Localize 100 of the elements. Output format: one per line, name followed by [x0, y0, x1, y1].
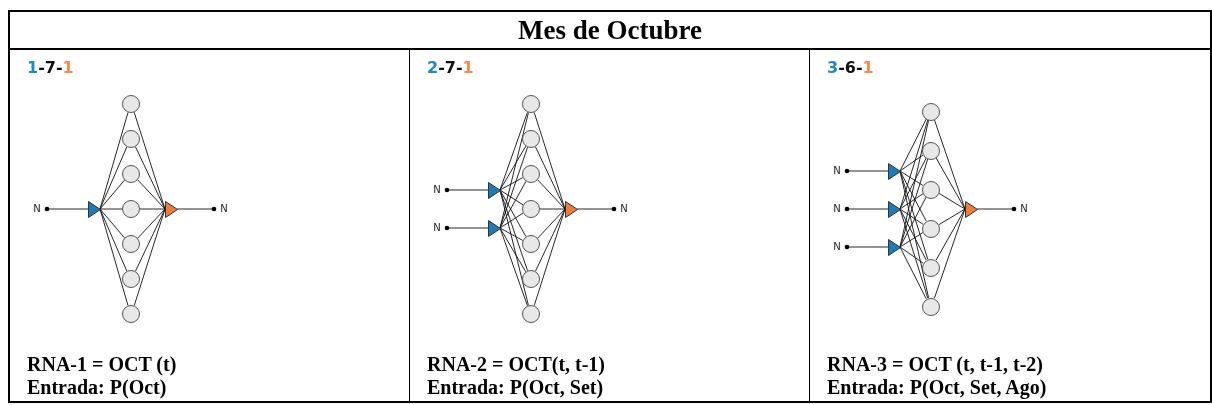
- node-label: N: [1019, 203, 1029, 215]
- output-neuron-triangle: [964, 200, 978, 218]
- connection-line: [499, 146, 528, 229]
- connection-line: [139, 208, 166, 210]
- connection-line: [99, 208, 128, 272]
- connection-line: [499, 212, 524, 229]
- connection-line: [137, 179, 166, 210]
- neuron-circle: [522, 305, 540, 323]
- connection-line: [499, 189, 528, 272]
- connection-line: [99, 179, 125, 210]
- connection-line: [499, 189, 527, 238]
- input-neuron-triangle: [887, 162, 901, 180]
- formula-text: RNA-1 = OCT (t): [27, 353, 177, 376]
- neuron-circle: [122, 200, 140, 218]
- connection-line: [539, 208, 566, 210]
- connection-line: [899, 246, 927, 300]
- formula-text: RNA-3 = OCT (t, t-1, t-2): [827, 353, 1044, 376]
- connection-line: [899, 246, 924, 264]
- input-text: Entrada: P(Oct, Set, Ago): [827, 376, 1047, 399]
- neuron-circle: [122, 305, 140, 323]
- layer-config-label: 1-7-1: [27, 58, 74, 77]
- connection-line: [899, 154, 924, 172]
- connection-line: [935, 208, 966, 261]
- input-neuron-triangle: [487, 219, 501, 237]
- connection-line: [899, 158, 929, 248]
- connection-line: [499, 177, 524, 191]
- node-label: N: [32, 203, 42, 215]
- neuron-circle: [522, 270, 540, 288]
- connection-line: [938, 208, 966, 225]
- neuron-circle: [922, 297, 940, 316]
- connection-line: [935, 157, 966, 210]
- connection-line: [899, 119, 929, 210]
- node-label: N: [832, 241, 842, 253]
- connection-line: [537, 208, 566, 239]
- layer-config-label: 3-6-1: [827, 58, 874, 77]
- connection-line: [899, 208, 927, 261]
- node-label: N: [619, 203, 629, 215]
- connection-line: [899, 170, 924, 186]
- output-neuron-triangle: [564, 200, 578, 218]
- connection-line: [899, 232, 924, 248]
- neuron-circle: [922, 180, 940, 199]
- node-label: N: [219, 203, 229, 215]
- connection-line: [899, 196, 927, 248]
- node-label: N: [432, 184, 442, 196]
- formula-text: RNA-2 = OCT(t, t-1): [427, 353, 606, 376]
- neuron-circle: [122, 165, 140, 183]
- connection-line: [933, 208, 966, 299]
- connection-line: [499, 180, 527, 229]
- neuron-circle: [522, 200, 540, 218]
- connection-line: [499, 227, 524, 241]
- connection-line: [499, 189, 524, 206]
- connection-line: [899, 170, 927, 222]
- connection-line: [899, 193, 924, 210]
- connection-line: [99, 208, 129, 306]
- connection-line: [499, 111, 528, 191]
- input-text: Entrada: P(Oct): [27, 376, 168, 399]
- neuron-circle: [922, 102, 940, 121]
- neuron-circle: [122, 270, 140, 288]
- connection-line: [137, 208, 166, 239]
- neuron-circle: [922, 219, 940, 238]
- connection-line: [537, 179, 566, 210]
- neuron-circle: [922, 141, 940, 160]
- connection-line: [535, 208, 566, 272]
- neuron-circle: [522, 95, 540, 113]
- connection-line: [933, 119, 966, 210]
- layer-config-label: 2-7-1: [427, 58, 474, 77]
- connection-line: [499, 145, 527, 191]
- input-neuron-triangle: [87, 200, 101, 218]
- connection-line: [899, 118, 927, 172]
- neuron-circle: [122, 95, 140, 113]
- connection-line: [899, 157, 927, 210]
- connection-line: [899, 208, 924, 225]
- neuron-circle: [922, 258, 940, 277]
- connection-line: [535, 146, 566, 210]
- connection-line: [899, 208, 929, 299]
- table-title: Mes de Octubre: [518, 14, 702, 46]
- input-neuron-triangle: [887, 200, 901, 218]
- connection-line: [99, 208, 125, 239]
- neuron-circle: [522, 235, 540, 253]
- node-label: N: [432, 222, 442, 234]
- connection-line: [499, 227, 528, 307]
- input-neuron-triangle: [887, 238, 901, 256]
- connection-line: [899, 170, 930, 299]
- neuron-circle: [122, 235, 140, 253]
- connection-line: [938, 193, 966, 210]
- input-neuron-triangle: [487, 181, 501, 199]
- connection-line: [99, 146, 128, 210]
- neuron-circle: [522, 165, 540, 183]
- connection-line: [533, 208, 566, 307]
- neuron-circle: [122, 130, 140, 148]
- connection-line: [499, 189, 529, 306]
- connection-line: [99, 208, 123, 210]
- connection-line: [135, 208, 166, 272]
- node-label: N: [832, 203, 842, 215]
- node-label: N: [832, 165, 842, 177]
- connection-line: [135, 146, 166, 210]
- input-text: Entrada: P(Oct, Set): [427, 376, 605, 399]
- connection-line: [133, 208, 166, 307]
- neuron-circle: [522, 130, 540, 148]
- connection-line: [499, 227, 527, 273]
